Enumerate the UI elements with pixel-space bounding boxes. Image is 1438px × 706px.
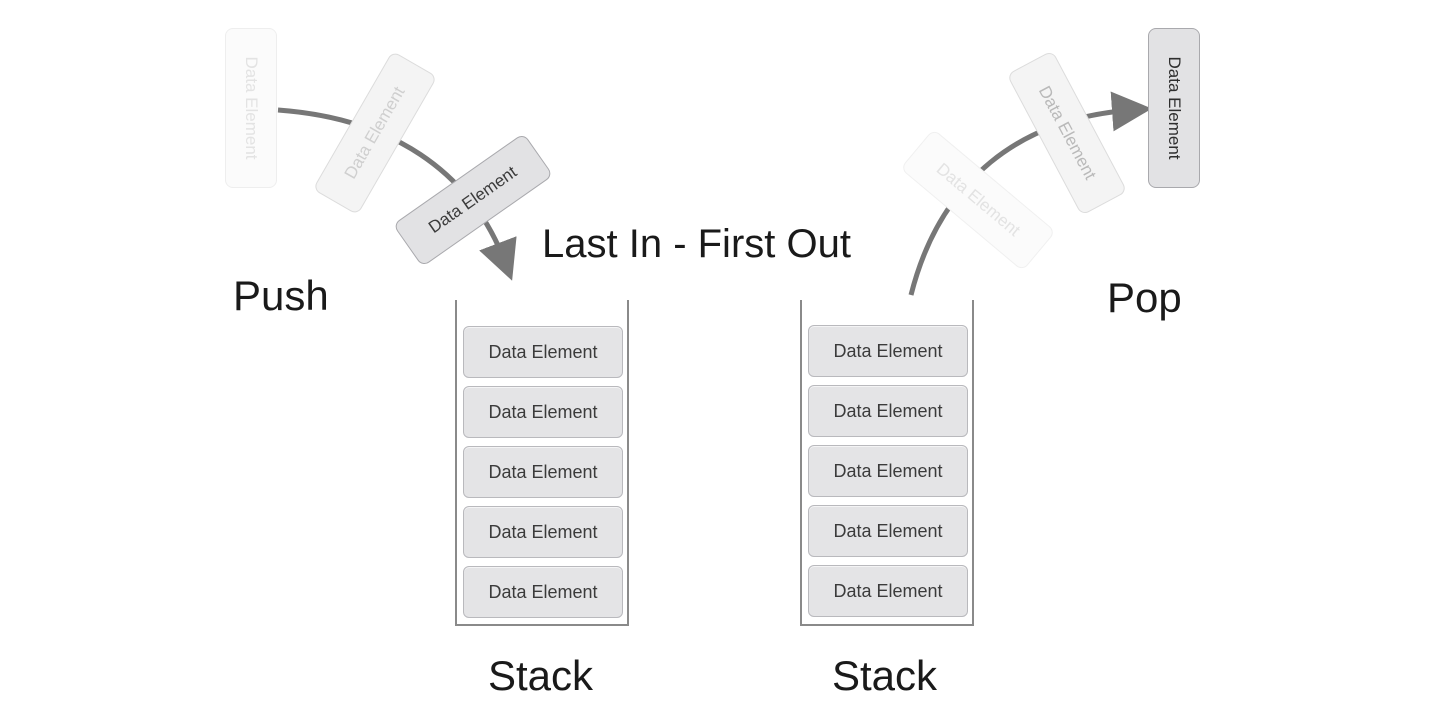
pop-label: Pop: [1107, 274, 1182, 321]
stack-element: Data Element: [808, 445, 968, 497]
stack-element: Data Element: [463, 386, 623, 438]
pop-element-mid: Data Element: [1006, 50, 1128, 216]
stack-element: Data Element: [463, 326, 623, 378]
stack-element: Data Element: [463, 566, 623, 618]
pop-element-solid: Data Element: [1148, 28, 1200, 188]
stack-element: Data Element: [463, 506, 623, 558]
diagram-title: Last In - First Out: [542, 222, 851, 266]
stack-right-label: Stack: [832, 652, 938, 699]
stack-element: Data Element: [463, 446, 623, 498]
stack-element: Data Element: [808, 325, 968, 377]
stack-element: Data Element: [808, 505, 968, 557]
stack-left: Data Element Data Element Data Element D…: [455, 300, 629, 626]
stack-right: Data Element Data Element Data Element D…: [800, 300, 974, 626]
stack-element: Data Element: [808, 565, 968, 617]
push-element-solid: Data Element: [392, 132, 554, 268]
stack-left-label: Stack: [488, 652, 594, 699]
push-label: Push: [233, 272, 329, 319]
pop-element-faded: Data Element: [900, 128, 1056, 272]
push-element-faded: Data Element: [225, 28, 277, 188]
push-element-mid: Data Element: [312, 50, 438, 216]
stack-element: Data Element: [808, 385, 968, 437]
